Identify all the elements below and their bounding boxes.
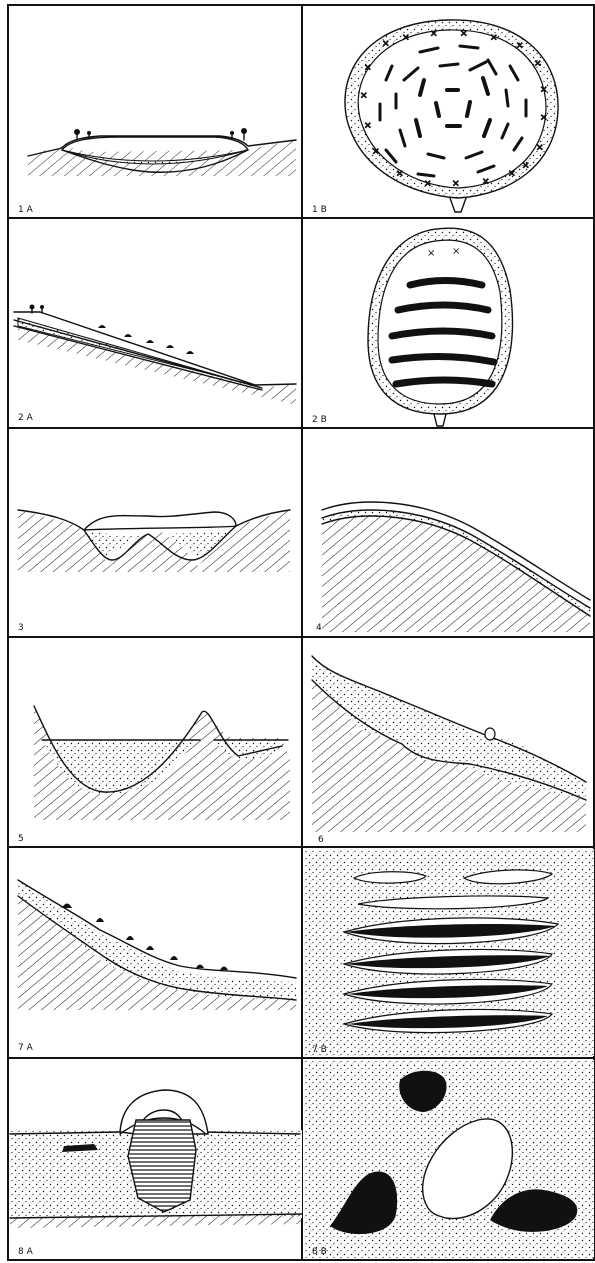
svg-text:×: × [460,29,468,39]
svg-text:×: × [360,91,368,101]
panel-8a-palsa-section: 8 A [10,1090,302,1257]
panel-7b-pool-pattern-plan: 7 B [304,849,594,1056]
panel-8b-palsa-plan: 8 B [304,1060,594,1258]
panel-7b-label: 7 B [312,1045,327,1055]
panel-5-filled-basin-section: 5 [18,706,290,844]
svg-text:×: × [402,33,410,43]
svg-text:×: × [534,59,542,69]
panel-4-label: 4 [316,623,322,633]
svg-text:×: × [522,161,530,171]
svg-text:×: × [430,29,438,39]
panel-7a-hummocky-slope-section: 7 A [18,880,296,1053]
panel-6-label: 6 [318,835,324,845]
svg-text:×: × [536,143,544,153]
panel-7a-label: 7 A [18,1043,34,1053]
svg-text:×: × [372,147,380,157]
svg-text:×: × [516,41,524,51]
panel-2a-label: 2 A [18,413,34,423]
panel-6-hillslope-peat-section: 6 [312,656,586,845]
panel-5-label: 5 [18,834,24,844]
panel-8b-label: 8 B [312,1247,327,1257]
panel-3-label: 3 [18,623,24,633]
svg-text:×: × [364,121,372,131]
svg-text:×: × [508,169,516,179]
svg-text:×: × [382,39,390,49]
panel-2b-sloping-bog-plan: × × 2 B [312,228,513,426]
svg-text:×: × [490,33,498,43]
panel-8a-label: 8 A [18,1247,34,1257]
panel-2b-label: 2 B [312,415,327,425]
svg-text:×: × [396,169,404,179]
svg-text:×: × [452,179,460,189]
panel-1b-label: 1 B [312,205,327,215]
panel-1a-lake-cross-section: 1 A [18,128,296,215]
panel-1a-label: 1 A [18,205,34,215]
panel-4-blanket-bog-section: 4 [316,502,590,633]
panel-1b-raised-bog-plan: × × × × × × × × × × × × × × × × × × × × 1 B [312,20,558,215]
svg-text:×: × [452,246,460,257]
svg-text:×: × [540,113,548,123]
panel-3-twin-basin-section: 3 [18,510,290,633]
svg-text:×: × [424,179,432,189]
svg-text:×: × [540,85,548,95]
svg-text:×: × [427,248,435,259]
panel-2a-sloping-bog-section: 2 A [14,305,296,424]
svg-text:×: × [482,177,490,187]
svg-text:×: × [364,63,372,73]
